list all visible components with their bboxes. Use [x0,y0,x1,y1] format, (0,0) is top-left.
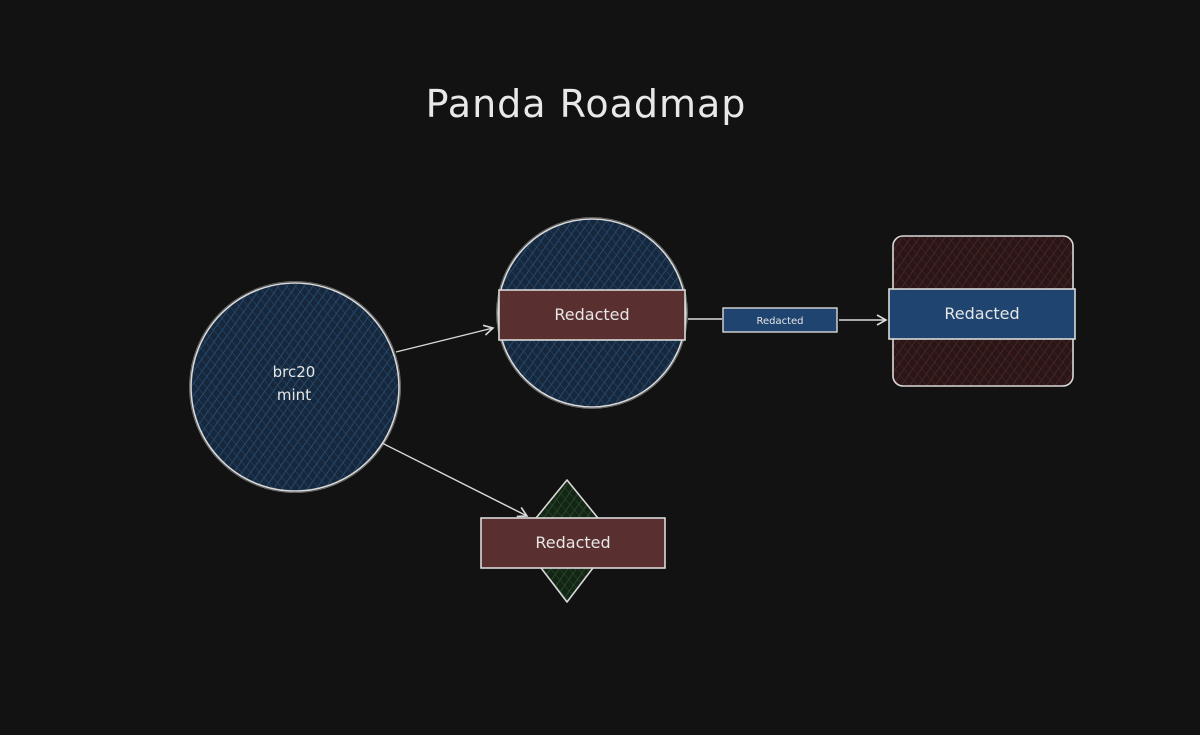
edge-label-text: Redacted [756,316,803,327]
node-start-line2: mint [277,386,311,404]
node-start: brc20 mint [189,281,401,493]
node-milestone-right-label: Redacted [944,304,1019,323]
edge-label-box: Redacted [722,307,838,333]
arrow-start-to-bottom [379,441,529,518]
node-milestone-bottom: Redacted [480,479,666,603]
arrow-start-to-top [395,324,495,353]
node-milestone-right: Redacted [888,235,1076,387]
node-milestone-bottom-label: Redacted [535,533,610,552]
node-milestone-top: Redacted [496,217,688,409]
node-start-line1: brc20 [273,363,316,381]
diagram-title: Panda Roadmap [426,82,747,126]
node-milestone-top-label: Redacted [554,305,629,324]
